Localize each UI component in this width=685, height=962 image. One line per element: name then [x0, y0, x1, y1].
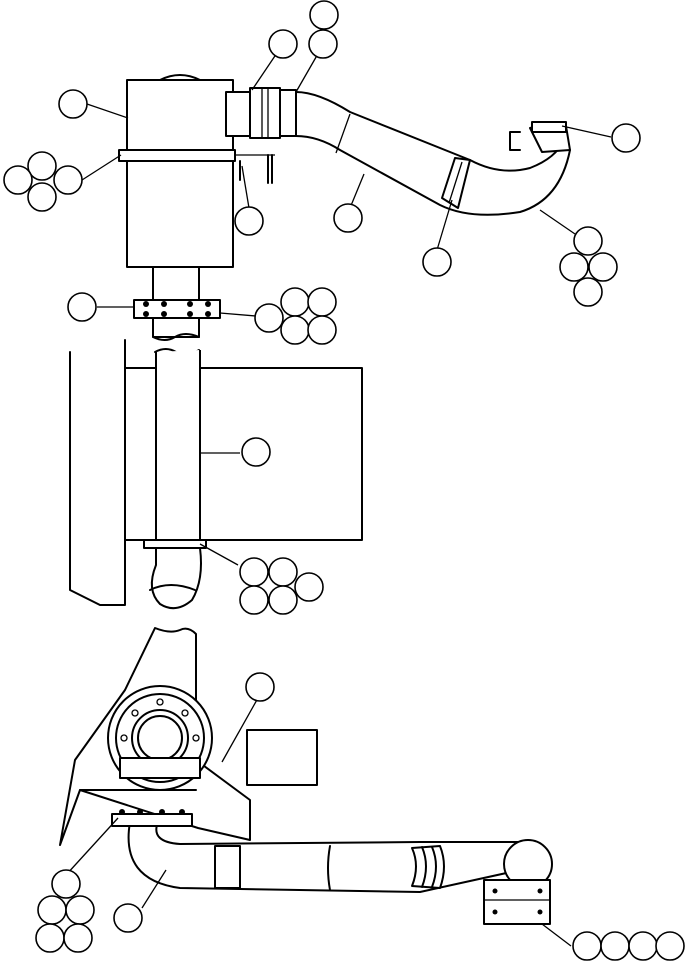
intake-pipe — [296, 92, 570, 215]
callout-circle — [255, 304, 283, 332]
callout-circle — [423, 248, 451, 276]
callout-circle — [295, 573, 323, 601]
callout-circle — [235, 207, 263, 235]
callout-circle — [4, 166, 32, 194]
top-view — [119, 75, 570, 340]
callout-circle — [240, 558, 268, 586]
bottom-view — [60, 628, 552, 924]
callout-circle — [309, 30, 337, 58]
leader-lines — [66, 44, 611, 946]
outlet-tube — [226, 88, 296, 138]
callout-circle — [308, 288, 336, 316]
engine-frame — [70, 340, 362, 605]
callout-circle — [574, 227, 602, 255]
callout-circle — [64, 924, 92, 952]
vertical-pipe — [144, 349, 206, 608]
exhaust-pipe — [112, 809, 552, 924]
callout-circle — [59, 90, 87, 118]
callout-circle — [269, 558, 297, 586]
callout-circle — [240, 586, 268, 614]
callout-circle — [54, 166, 82, 194]
callout-circle — [334, 204, 362, 232]
callout-circle — [242, 438, 270, 466]
callout-circle — [629, 932, 657, 960]
callout-circle — [269, 586, 297, 614]
callout-circle — [281, 316, 309, 344]
callout-circle — [68, 293, 96, 321]
turbo-flange — [108, 686, 212, 790]
callout-circle — [589, 253, 617, 281]
callout-circle — [66, 896, 94, 924]
callout-circle — [601, 932, 629, 960]
callout-circle — [573, 932, 601, 960]
callout-circle — [114, 904, 142, 932]
callout-circle — [269, 30, 297, 58]
callout-circle — [246, 673, 274, 701]
callout-circle — [28, 152, 56, 180]
callout-circle — [281, 288, 309, 316]
callout-circle — [310, 1, 338, 29]
callout-circle — [656, 932, 684, 960]
callout-circle — [38, 896, 66, 924]
lower-housing-pipe — [134, 267, 220, 340]
callout-circle — [308, 316, 336, 344]
callout-circle — [28, 183, 56, 211]
middle-view — [70, 340, 362, 608]
callout-circle — [52, 870, 80, 898]
callout-circle — [36, 924, 64, 952]
callout-circles — [4, 1, 684, 960]
callout-circle — [560, 253, 588, 281]
callout-circle — [612, 124, 640, 152]
callout-circle — [574, 278, 602, 306]
